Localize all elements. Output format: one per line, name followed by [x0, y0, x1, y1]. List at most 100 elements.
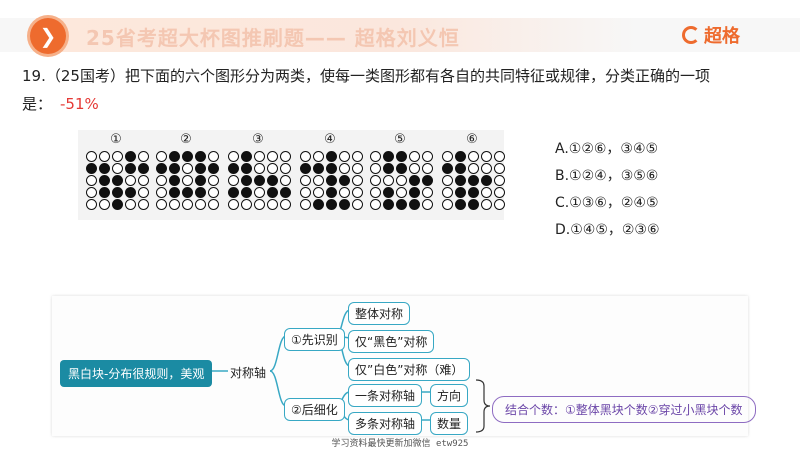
white-dot: [86, 151, 97, 162]
white-dot: [313, 175, 324, 186]
white-dot: [138, 187, 149, 198]
figure-label: ④: [324, 132, 336, 147]
option-d[interactable]: D.①④⑤，②③⑥: [555, 222, 660, 238]
white-dot: [352, 151, 363, 162]
question-text: 19.（25国考）把下面的六个图形分为两类，使每一类图形都有各自的共同特征或规律…: [22, 67, 710, 113]
mind-map: 黑白块-分布很规则，美观 对称轴 ①先识别 整体对称 仅“黑色”对称 仅”白色”…: [52, 296, 756, 436]
white-dot: [442, 187, 453, 198]
white-dot: [228, 199, 239, 210]
whole-symmetry-node: 整体对称: [348, 302, 411, 325]
option-b[interactable]: B.①②④，③⑤⑥: [555, 168, 659, 184]
white-dot: [370, 151, 381, 162]
white-dot: [241, 199, 252, 210]
white-dot: [112, 151, 123, 162]
black-symmetry-node: 仅“黑色”对称: [348, 330, 435, 353]
count-node: 数量: [430, 412, 469, 435]
black-dot: [182, 187, 193, 198]
white-dot: [182, 199, 193, 210]
white-dot: [352, 163, 363, 174]
white-dot: [409, 163, 420, 174]
black-dot: [383, 163, 394, 174]
black-dot: [241, 163, 252, 174]
white-dot: [352, 175, 363, 186]
black-dot: [396, 163, 407, 174]
white-dot: [300, 175, 311, 186]
header-bar: [0, 18, 800, 52]
white-dot: [313, 187, 324, 198]
white-dot: [280, 199, 291, 210]
black-dot: [383, 199, 394, 210]
black-dot: [125, 163, 136, 174]
white-dot: [442, 151, 453, 162]
white-dot: [280, 175, 291, 186]
page-title: 25省考超大杯图推刷题—— 超格刘义恒: [86, 26, 460, 50]
white-dot: [267, 199, 278, 210]
dot-grid: [370, 151, 433, 210]
white-dot: [494, 187, 505, 198]
black-dot: [313, 199, 324, 210]
white-dot: [494, 175, 505, 186]
black-dot: [468, 175, 479, 186]
white-dot: [383, 175, 394, 186]
black-dot: [241, 187, 252, 198]
brand-c-icon: [682, 26, 700, 44]
white-dot: [254, 151, 265, 162]
white-dot: [468, 163, 479, 174]
white-dot: [370, 175, 381, 186]
black-dot: [169, 151, 180, 162]
white-dot: [339, 163, 350, 174]
black-dot: [169, 163, 180, 174]
white-dot: [138, 175, 149, 186]
figure-label: ⑥: [466, 132, 478, 147]
white-dot: [396, 175, 407, 186]
figure-4: ④: [298, 132, 363, 210]
option-c[interactable]: C.①③⑥，②④⑤: [555, 195, 659, 211]
figure-label: ③: [252, 132, 264, 147]
white-dot: [228, 151, 239, 162]
brand-name: 超格: [704, 26, 740, 47]
option-a[interactable]: A.①②⑥，③④⑤: [555, 141, 659, 157]
black-dot: [409, 175, 420, 186]
black-dot: [300, 163, 311, 174]
black-dot: [169, 187, 180, 198]
black-dot: [396, 151, 407, 162]
white-dot: [300, 187, 311, 198]
white-symmetry-node: 仅”白色”对称（难）: [348, 358, 471, 381]
white-dot: [352, 187, 363, 198]
white-dot: [422, 151, 433, 162]
direction-node: 方向: [430, 384, 469, 407]
white-dot: [442, 199, 453, 210]
summary-note: 结合个数：①整体黑块个数②穿过小黑块个数: [492, 396, 756, 423]
black-dot: [396, 199, 407, 210]
white-dot: [396, 187, 407, 198]
black-dot: [254, 175, 265, 186]
white-dot: [370, 199, 381, 210]
white-dot: [481, 163, 492, 174]
black-dot: [169, 175, 180, 186]
dot-grid: [228, 151, 291, 210]
black-dot: [99, 187, 110, 198]
black-dot: [267, 175, 278, 186]
white-dot: [228, 175, 239, 186]
white-dot: [99, 151, 110, 162]
white-dot: [267, 163, 278, 174]
white-dot: [125, 199, 136, 210]
figure-1: ①: [84, 132, 149, 210]
white-dot: [422, 187, 433, 198]
black-dot: [208, 163, 219, 174]
white-dot: [352, 199, 363, 210]
black-dot: [125, 187, 136, 198]
white-dot: [494, 163, 505, 174]
next-arrow-button[interactable]: ❯: [30, 18, 66, 54]
black-dot: [138, 163, 149, 174]
multi-axis-node: 多条对称轴: [348, 412, 423, 435]
black-dot: [326, 199, 337, 210]
white-dot: [86, 199, 97, 210]
root-node: 黑白块-分布很规则，美观: [60, 360, 213, 387]
white-dot: [208, 199, 219, 210]
black-dot: [112, 175, 123, 186]
black-dot: [86, 163, 97, 174]
black-dot: [468, 187, 479, 198]
white-dot: [422, 163, 433, 174]
